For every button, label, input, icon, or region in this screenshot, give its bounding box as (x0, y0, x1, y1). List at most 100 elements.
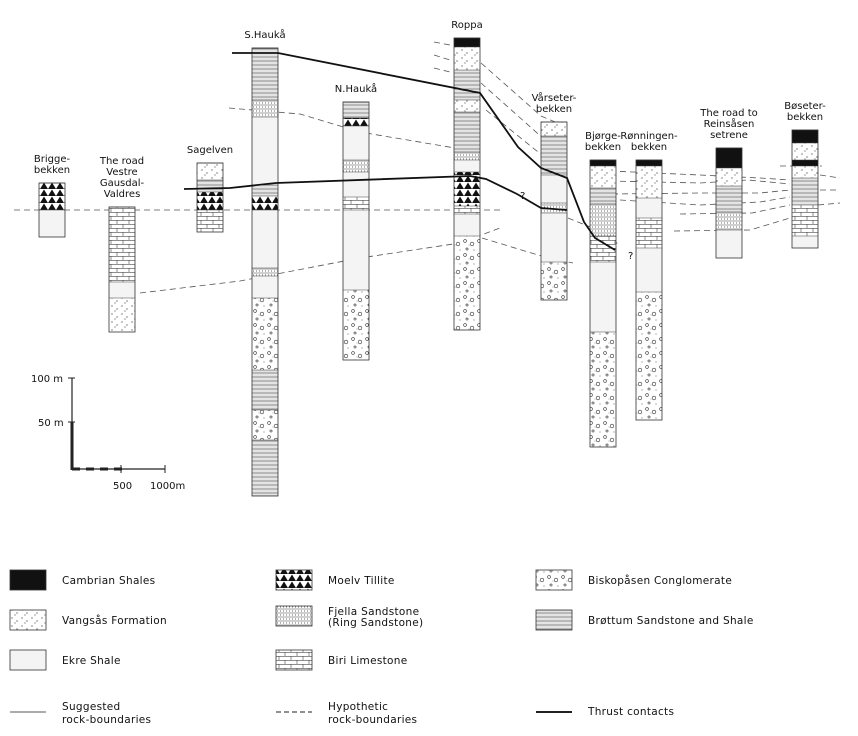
legend-item-fjella: Fjella Sandstone(Ring Sandstone) (275, 605, 423, 629)
unit-bisk (252, 298, 278, 370)
unit-brottum (343, 102, 369, 118)
unit-ekre (109, 282, 135, 298)
unit-vangsas (197, 163, 223, 180)
unit-vangsas (792, 143, 818, 160)
unit-moelv (197, 192, 223, 210)
unit-brottum (197, 180, 223, 192)
legend-swatch-vangsas (9, 609, 47, 631)
legend-label-brottum: Brøttum Sandstone and Shale (588, 615, 754, 627)
unit-cambrian (792, 130, 818, 143)
question-marks: ?? (520, 191, 633, 262)
hypothetic-boundary-line (819, 174, 841, 179)
unit-ekre (636, 248, 662, 292)
column-label-nhauka: N.Haukå (335, 82, 377, 95)
unit-ekre (252, 276, 278, 298)
column-sagelven (196, 162, 224, 233)
unit-brottum (454, 112, 480, 152)
legend-label-fjella: Fjella Sandstone(Ring Sandstone) (328, 606, 423, 629)
column-label-roppa: Roppa (451, 20, 482, 31)
column-vestre (108, 206, 136, 333)
unit-moelv (343, 118, 369, 126)
unit-ekre (454, 160, 480, 172)
hypothetic-boundary-line (433, 41, 451, 46)
hypothetic-boundary-line (480, 62, 561, 125)
hypothetic-boundary-line (485, 109, 549, 161)
unit-bisk (541, 262, 567, 300)
unit-biri (454, 206, 480, 214)
unit-brottum (252, 440, 278, 496)
unit-biri (636, 218, 662, 248)
unit-vangsas (636, 166, 662, 198)
unit-vangsas (109, 298, 135, 332)
column-varseter (540, 121, 568, 301)
unit-vangsas (716, 168, 742, 186)
unit-brottum (541, 136, 567, 175)
unit-brottum (716, 186, 742, 212)
unit-ekre (343, 210, 369, 290)
unit-cambrian (454, 38, 480, 47)
unit-cambrian (636, 160, 662, 166)
column-label-shauka: S.Haukå (244, 28, 285, 41)
line-legend-thrust: Thrust contacts (536, 706, 674, 718)
legend-label-bisk: Biskopåsen Conglomerate (588, 574, 732, 587)
unit-brottum (252, 185, 278, 196)
scale-bar: 100 m 50 m 500 1000m (31, 374, 185, 492)
unit-ekre (541, 213, 567, 262)
unit-fjella (716, 212, 742, 230)
unit-ekre (252, 117, 278, 185)
legend-label-moelv: Moelv Tillite (328, 575, 395, 587)
question-mark: ? (520, 191, 525, 202)
column-ronningen (635, 159, 663, 421)
unit-vangsas (541, 122, 567, 136)
column-shauka (251, 47, 279, 497)
legend-label-vangsas: Vangsås Formation (62, 614, 167, 627)
scale-100m-label: 100 m (31, 374, 63, 385)
hypothetic-boundary-line (139, 227, 501, 294)
unit-brottum (252, 370, 278, 410)
hypothetic-boundary-line (673, 217, 791, 232)
unit-fjella (252, 268, 278, 276)
unit-moelv (252, 196, 278, 210)
hypothetic-boundary-line (679, 204, 791, 215)
legend-label-cambrian: Cambrian Shales (62, 575, 155, 587)
hypothetic-boundary-line (433, 54, 451, 61)
line-legend-label-thrust: Thrust contacts (587, 706, 674, 718)
unit-vangsas (454, 47, 480, 70)
unit-ekre (343, 126, 369, 160)
legend-label-biri: Biri Limestone (328, 655, 407, 667)
column-label-boseter: Bøseter-bekken (784, 101, 826, 123)
unit-brottum (792, 178, 818, 205)
column-label-ronningen: Rønningen-bekken (620, 131, 678, 153)
unit-brottum (590, 188, 616, 204)
question-mark: ? (628, 251, 633, 262)
unit-fjella (252, 100, 278, 117)
legend-swatch-fjella (275, 605, 313, 627)
unit-ekre (590, 262, 616, 332)
unit-bisk (636, 292, 662, 420)
unit-biri (109, 207, 135, 282)
unit-ekre (454, 214, 480, 236)
hypothetic-boundary-line (817, 202, 841, 206)
column-nhauka (342, 101, 370, 361)
hypothetic-boundary-line (480, 82, 546, 141)
unit-cambrian (716, 148, 742, 168)
unit-brottum (252, 48, 278, 100)
unit-ekre (541, 175, 567, 203)
unit-biri (343, 197, 369, 210)
unit-cambrian (792, 160, 818, 166)
unit-ekre (792, 236, 818, 248)
legend-swatch-moelv (275, 569, 313, 591)
unit-bisk (343, 290, 369, 360)
column-reinsasen (715, 147, 743, 259)
legend-label-ekre: Ekre Shale (62, 655, 121, 667)
unit-vangsas (454, 100, 480, 112)
column-briggebekken (38, 182, 66, 238)
legend-swatch-biri (275, 649, 313, 671)
column-boseter (791, 129, 819, 249)
